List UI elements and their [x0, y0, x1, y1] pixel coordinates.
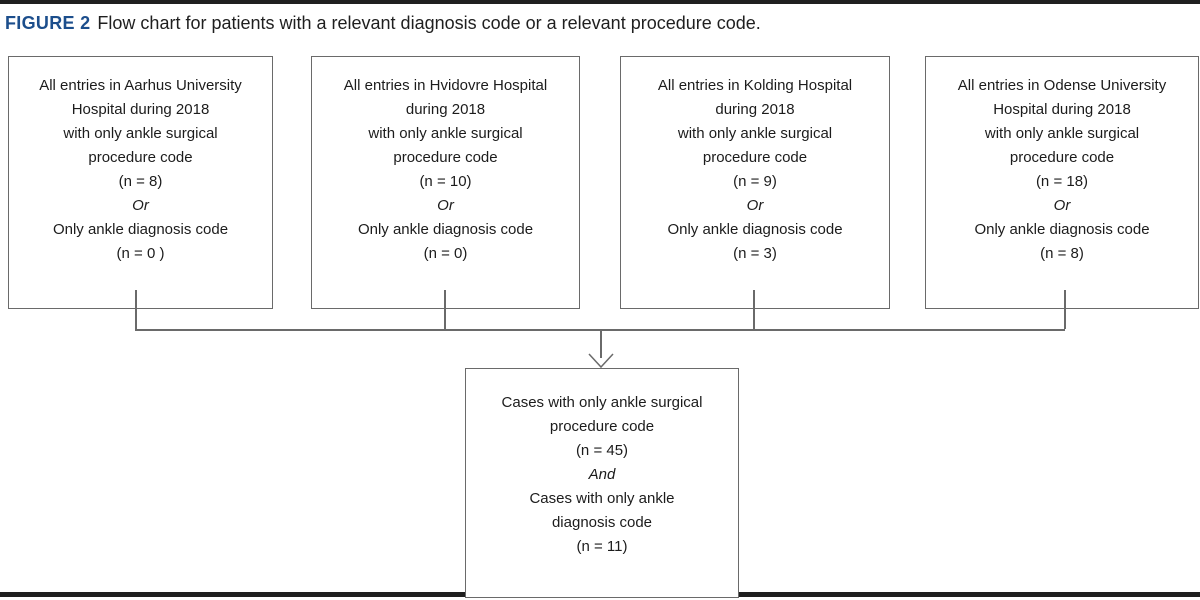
box-text-line: procedure code: [702, 149, 808, 166]
box-text-line: diagnosis code: [551, 514, 653, 531]
box-hvidovre: All entries in Hvidovre Hospital during …: [311, 56, 580, 309]
box-kolding: All entries in Kolding Hospital during 2…: [620, 56, 890, 309]
box-n-value: (n = 8): [118, 173, 163, 190]
box-text-line: Only ankle diagnosis code: [357, 221, 534, 238]
box-n-value: (n = 3): [733, 245, 777, 262]
connector-stub-odense: [1064, 290, 1066, 329]
box-aarhus: All entries in Aarhus University Hospita…: [8, 56, 273, 309]
box-text-line: with only ankle surgical: [984, 125, 1140, 142]
box-n-value: (n = 0 ): [116, 245, 165, 262]
box-n-value: (n = 9): [733, 173, 777, 190]
box-or-label: Or: [132, 197, 149, 214]
box-n-value: (n = 0): [423, 245, 468, 262]
figure-caption: FIGURE 2 Flow chart for patients with a r…: [5, 13, 761, 34]
box-text-line: Only ankle diagnosis code: [52, 221, 229, 238]
box-text-line: procedure code: [393, 149, 498, 166]
arrow-down-icon: [588, 353, 614, 369]
connector-stub-aarhus: [135, 290, 137, 329]
box-text-line: with only ankle surgical: [677, 125, 833, 142]
figure-label: FIGURE 2: [5, 13, 91, 33]
box-text-line: during 2018: [405, 101, 486, 118]
box-n-value: (n = 11): [576, 538, 628, 555]
box-text-line: Hospital during 2018: [993, 101, 1131, 118]
box-text-line: procedure code: [1009, 149, 1115, 166]
top-rule: [0, 0, 1200, 4]
box-text-line: Cases with only ankle: [529, 490, 675, 507]
figure-caption-text: Flow chart for patients with a relevant …: [97, 13, 761, 33]
box-or-label: Or: [1053, 197, 1071, 214]
box-and-label: And: [588, 466, 616, 483]
box-n-value: (n = 45): [575, 442, 629, 459]
box-combined-cases: Cases with only ankle surgical procedure…: [465, 368, 739, 598]
box-text-line: All entries in Aarhus University: [39, 77, 242, 94]
box-or-label: Or: [746, 197, 764, 214]
box-text-line: All entries in Kolding Hospital: [657, 77, 853, 94]
box-text-line: with only ankle surgical: [368, 125, 523, 142]
box-text-line: with only ankle surgical: [63, 125, 218, 142]
box-text-line: during 2018: [715, 101, 795, 118]
connector-stem: [600, 329, 602, 358]
box-text-line: All entries in Odense University: [957, 77, 1167, 94]
connector-stub-kolding: [753, 290, 755, 329]
box-text-line: procedure code: [549, 418, 655, 435]
box-n-value: (n = 10): [419, 173, 472, 190]
box-text-line: All entries in Hvidovre Hospital: [343, 77, 548, 94]
box-text-line: Hospital during 2018: [71, 101, 210, 118]
box-n-value: (n = 8): [1040, 245, 1084, 262]
box-n-value: (n = 18): [1035, 173, 1089, 190]
box-text-line: procedure code: [88, 149, 193, 166]
box-or-label: Or: [437, 197, 454, 214]
box-text-line: Cases with only ankle surgical: [501, 394, 703, 411]
box-text-line: Only ankle diagnosis code: [974, 221, 1150, 238]
box-odense: All entries in Odense University Hospita…: [925, 56, 1199, 309]
box-text-line: Only ankle diagnosis code: [667, 221, 843, 238]
connector-stub-hvidovre: [444, 290, 446, 329]
